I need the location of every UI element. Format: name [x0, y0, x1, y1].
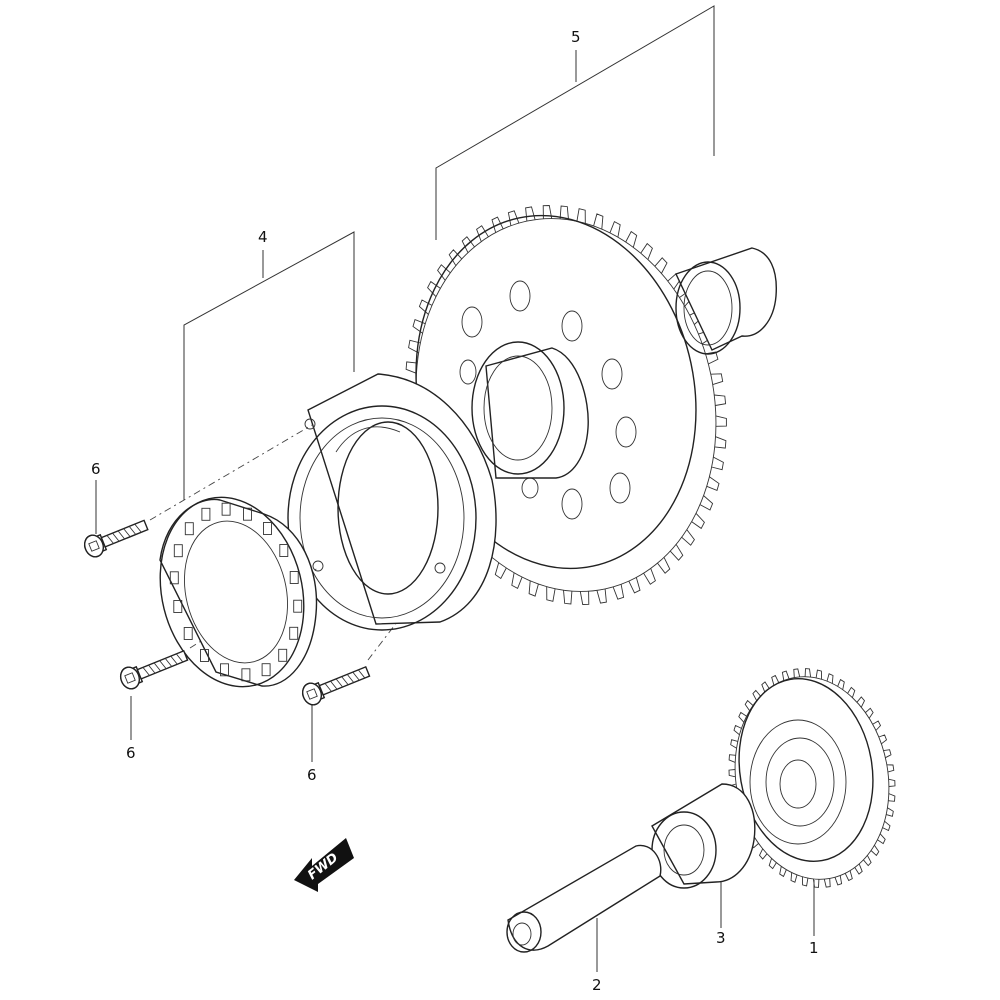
part-6-bolt-left — [119, 649, 189, 690]
bearing-roller — [173, 544, 183, 558]
part-2-shaft — [506, 844, 662, 953]
bearing-roller — [184, 522, 194, 536]
label-part-3: 3 — [716, 929, 726, 947]
bearing-roller — [263, 522, 272, 535]
part-number-labels: 5 4 6 6 6 1 3 2 — [91, 28, 819, 994]
leader-lines — [95, 5, 815, 972]
bearing-roller — [289, 571, 299, 584]
part-4-clutch-housing — [287, 373, 497, 631]
gear-spacer-bushing — [675, 247, 777, 355]
label-part-4: 4 — [258, 228, 268, 246]
label-part-6-left: 6 — [126, 744, 136, 762]
bearing-roller — [241, 668, 251, 682]
bearing-roller — [293, 599, 303, 613]
part-6-bolt-upper — [83, 519, 149, 558]
bearing-roller — [261, 663, 271, 677]
bearing-roller — [169, 571, 179, 585]
fwd-arrow: FWD — [294, 838, 354, 892]
gear-tooth-outline — [728, 668, 896, 888]
bearing-roller — [201, 507, 211, 521]
bearing-roller — [173, 600, 183, 613]
one-way-clutch-bearing — [159, 496, 318, 688]
bearing-roller — [220, 663, 229, 677]
label-part-5: 5 — [571, 28, 581, 46]
part-6-bolt-right — [301, 665, 371, 706]
bearing-roller — [183, 627, 193, 640]
bearing-roller — [221, 502, 231, 516]
gear-holes — [459, 280, 637, 520]
part-1-idle-gear — [728, 668, 896, 888]
label-part-1: 1 — [809, 939, 819, 957]
bearing-roller — [278, 648, 288, 662]
bearing-roller — [289, 626, 299, 640]
bearing-roller — [279, 544, 289, 557]
bearing-roller — [200, 649, 209, 662]
part-3-bushing — [651, 783, 756, 889]
label-part-6-right: 6 — [307, 766, 317, 784]
bearing-roller — [243, 507, 252, 521]
label-part-6-upper: 6 — [91, 460, 101, 478]
label-part-2: 2 — [592, 976, 602, 994]
